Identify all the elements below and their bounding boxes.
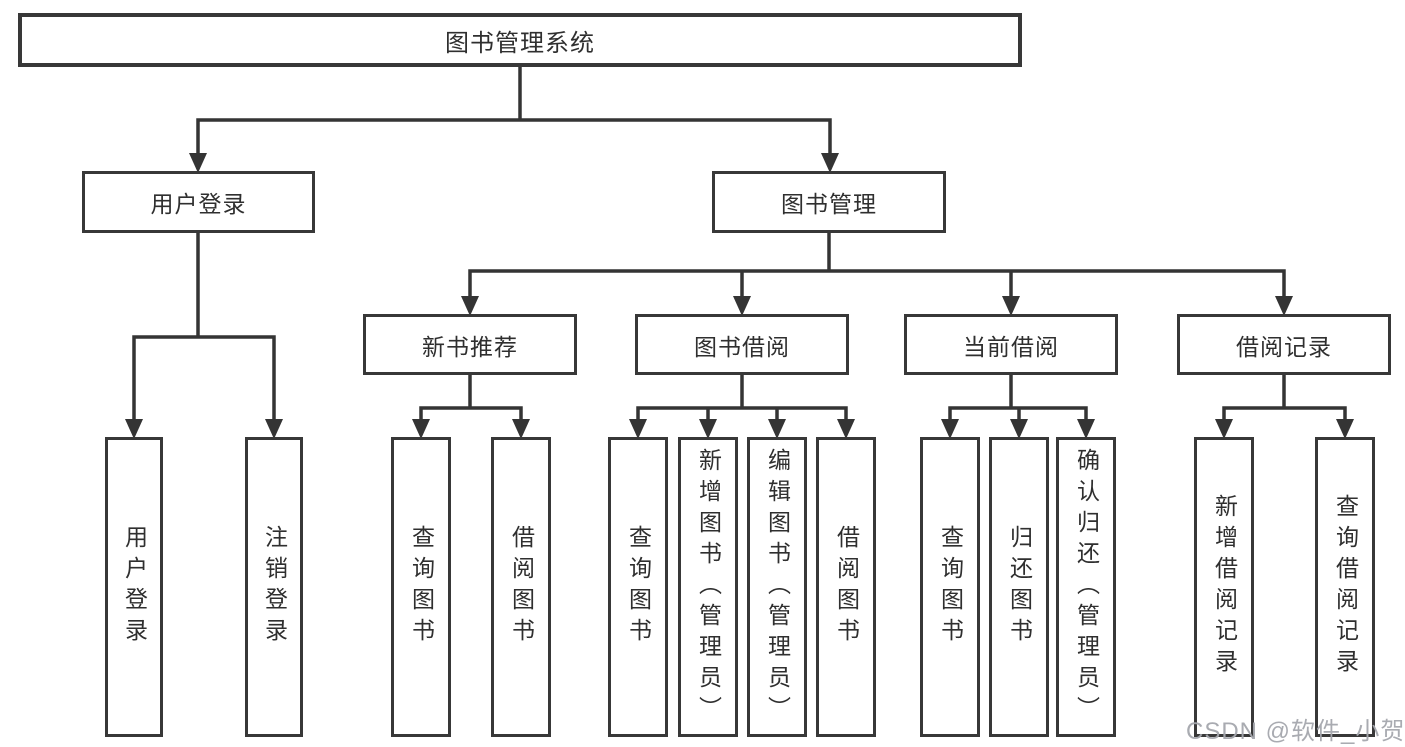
leaf-user-login-label: 用户登录 — [121, 525, 148, 649]
leaf-return-book: 归还图书 — [989, 437, 1049, 737]
leaf-newbooks-query-book: 查询图书 — [391, 437, 451, 737]
leaf-newbooks-borrow-book: 借阅图书 — [491, 437, 551, 737]
node-book-management-label: 图书管理 — [781, 191, 877, 217]
leaf-logout-label: 注销登录 — [261, 525, 288, 649]
node-book-management: 图书管理 — [712, 171, 946, 233]
leaf-edit-book-admin-label: 编辑图书（管理员） — [764, 447, 791, 727]
node-borrowing-records-label: 借阅记录 — [1236, 333, 1332, 360]
leaf-return-book-label: 归还图书 — [1006, 525, 1033, 649]
leaf-current-query-book: 查询图书 — [920, 437, 980, 737]
node-library-management-system-label: 图书管理系统 — [445, 29, 595, 57]
node-user-login-label: 用户登录 — [150, 191, 247, 217]
leaf-user-login: 用户登录 — [105, 437, 163, 737]
node-user-login: 用户登录 — [82, 171, 315, 233]
leaf-logout: 注销登录 — [245, 437, 303, 737]
node-library-management-system: 图书管理系统 — [18, 13, 1022, 67]
leaf-query-borrow-record-label: 查询借阅记录 — [1332, 494, 1359, 680]
leaf-confirm-return-admin: 确认归还（管理员） — [1056, 437, 1116, 737]
arrowheads — [125, 153, 1354, 439]
leaf-borrow-query-book: 查询图书 — [608, 437, 668, 737]
node-current-borrowing: 当前借阅 — [904, 314, 1118, 375]
node-borrowing-records: 借阅记录 — [1177, 314, 1391, 375]
node-new-book-recommend: 新书推荐 — [363, 314, 577, 375]
node-new-book-recommend-label: 新书推荐 — [422, 333, 518, 360]
leaf-current-query-book-label: 查询图书 — [937, 525, 964, 649]
leaf-add-borrow-record: 新增借阅记录 — [1194, 437, 1254, 737]
leaf-edit-book-admin: 编辑图书（管理员） — [747, 437, 807, 737]
leaf-add-book-admin-label: 新增图书（管理员） — [695, 447, 722, 727]
leaf-newbooks-query-book-label: 查询图书 — [408, 525, 435, 649]
leaf-add-borrow-record-label: 新增借阅记录 — [1211, 494, 1238, 680]
csdn-watermark: CSDN @软件_小贺同学 — [1186, 718, 1405, 745]
node-current-borrowing-label: 当前借阅 — [963, 333, 1059, 360]
node-book-borrowing: 图书借阅 — [635, 314, 849, 375]
leaf-borrow-query-book-label: 查询图书 — [625, 525, 652, 649]
leaf-confirm-return-admin-label: 确认归还（管理员） — [1073, 447, 1100, 727]
leaf-borrow-book-label: 借阅图书 — [833, 525, 860, 649]
leaf-query-borrow-record: 查询借阅记录 — [1315, 437, 1375, 737]
node-book-borrowing-label: 图书借阅 — [694, 333, 790, 360]
leaf-add-book-admin: 新增图书（管理员） — [678, 437, 738, 737]
leaf-borrow-book: 借阅图书 — [816, 437, 876, 737]
leaf-newbooks-borrow-book-label: 借阅图书 — [508, 525, 535, 649]
